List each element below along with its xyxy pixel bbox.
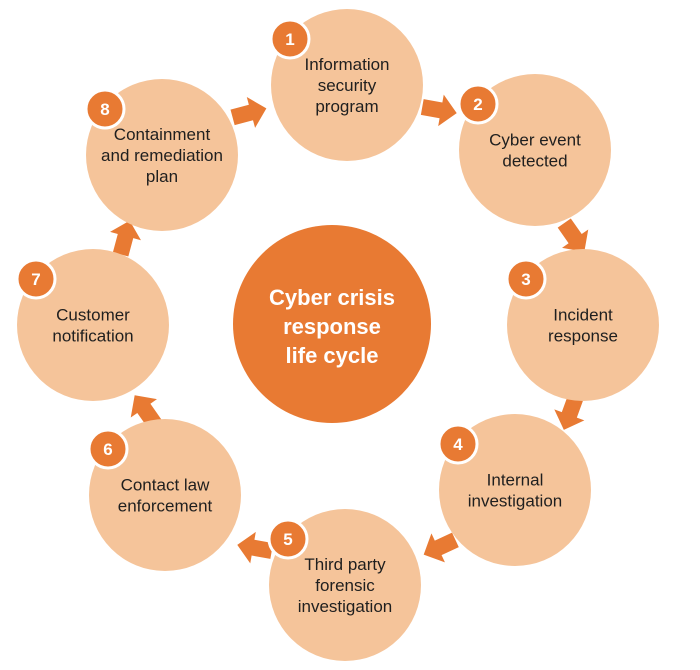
stage-label-line: Internal bbox=[487, 471, 544, 490]
arrow-4-to-5 bbox=[423, 532, 459, 563]
stage-label-line: Incident bbox=[553, 306, 613, 325]
step-number-badge bbox=[457, 83, 499, 125]
step-number: 6 bbox=[103, 440, 112, 459]
stage-circle bbox=[271, 9, 423, 161]
stage-3: Incident response 3 bbox=[505, 249, 659, 401]
stage-label-line: and remediation bbox=[101, 146, 223, 165]
step-number: 2 bbox=[473, 95, 482, 114]
stage-label-line: detected bbox=[502, 152, 567, 171]
step-number: 5 bbox=[283, 530, 292, 549]
stage-circle bbox=[507, 249, 659, 401]
step-number-badge bbox=[87, 428, 129, 470]
stage-label-line: Cyber event bbox=[489, 131, 581, 150]
stage-6: Contact law enforcement 6 bbox=[87, 419, 241, 571]
stage-4: Internal investigation 4 bbox=[437, 414, 591, 566]
step-number: 7 bbox=[31, 270, 40, 289]
stage-label-line: forensic bbox=[315, 576, 375, 595]
step-number-badge bbox=[84, 88, 126, 130]
stage-5: Third party forensic investigation 5 bbox=[267, 509, 421, 661]
stage-label-line: investigation bbox=[468, 492, 563, 511]
stage-2: Cyber event detected 2 bbox=[457, 74, 611, 226]
center-title-line-2: response bbox=[283, 314, 381, 339]
center-hub: Cyber crisis response life cycle bbox=[233, 225, 431, 423]
step-number: 1 bbox=[285, 30, 294, 49]
arrows-layer bbox=[110, 94, 589, 564]
center-circle bbox=[233, 225, 431, 423]
arrow-8-to-1 bbox=[230, 97, 267, 128]
arrow-7-to-8 bbox=[110, 220, 141, 257]
stage-label-line: Customer bbox=[56, 306, 130, 325]
stage-circle bbox=[439, 414, 591, 566]
step-number-badge bbox=[267, 518, 309, 560]
step-number-badge bbox=[505, 258, 547, 300]
stage-label-line: Information bbox=[304, 55, 389, 74]
stage-1: Information security program 1 bbox=[269, 9, 423, 161]
stage-label-line: Containment bbox=[114, 125, 211, 144]
step-number: 3 bbox=[521, 270, 530, 289]
center-title-line-1: Cyber crisis bbox=[269, 285, 395, 310]
step-number: 8 bbox=[100, 100, 109, 119]
stage-circle bbox=[17, 249, 169, 401]
stage-label-line: enforcement bbox=[118, 497, 213, 516]
stage-circle bbox=[89, 419, 241, 571]
stage-label-line: investigation bbox=[298, 597, 393, 616]
step-number-badge bbox=[15, 258, 57, 300]
arrow-2-to-3 bbox=[557, 218, 589, 252]
stage-circle bbox=[269, 509, 421, 661]
stage-8: Containment and remediation plan 8 bbox=[84, 79, 238, 231]
center-title-line-3: life cycle bbox=[286, 343, 379, 368]
stage-label-line: program bbox=[315, 97, 378, 116]
step-number-badge bbox=[269, 18, 311, 60]
arrow-1-to-2 bbox=[420, 94, 457, 127]
step-number: 4 bbox=[453, 435, 463, 454]
stage-label-line: Contact law bbox=[121, 476, 211, 495]
stage-circle bbox=[459, 74, 611, 226]
stage-7: Customer notification 7 bbox=[15, 249, 169, 401]
stage-label-line: security bbox=[318, 76, 377, 95]
arrow-5-to-6 bbox=[237, 531, 274, 564]
stage-label-line: Third party bbox=[304, 555, 386, 574]
stage-label-line: response bbox=[548, 327, 618, 346]
arrow-3-to-4 bbox=[554, 394, 585, 430]
stage-label-line: notification bbox=[52, 327, 133, 346]
stage-label-line: plan bbox=[146, 167, 178, 186]
stage-circle bbox=[86, 79, 238, 231]
step-number-badge bbox=[437, 423, 479, 465]
